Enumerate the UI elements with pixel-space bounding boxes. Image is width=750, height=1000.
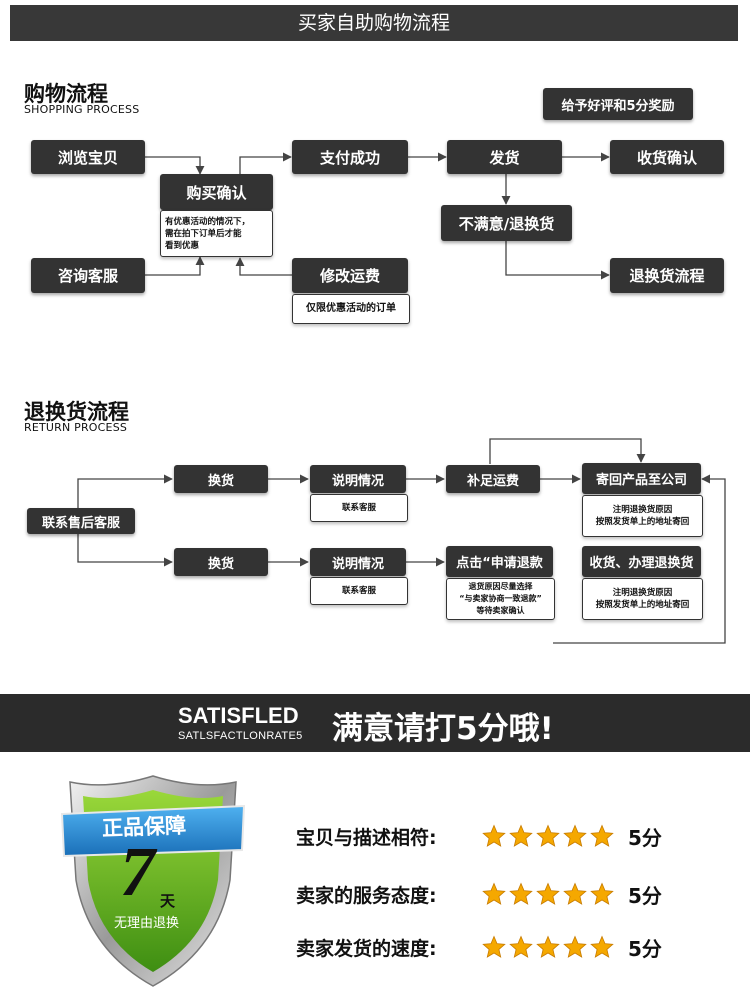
star-icon: [509, 882, 533, 905]
badge-number: 7: [120, 834, 155, 911]
returns-title: 退换货流程: [24, 400, 129, 424]
reward-box: 给予好评和5分奖励: [543, 88, 693, 120]
contact-service-box: 联系售后客服: [27, 508, 135, 534]
explain-bottom-note-text: 联系客服: [341, 586, 376, 596]
shopping-subtitle: SHOPPING PROCESS: [24, 103, 140, 116]
send-back-note-text: 注明退换货原因 按照发货单上的地址寄回: [595, 505, 690, 527]
satisfaction-banner: [0, 694, 750, 752]
rating-score: 5分: [628, 883, 662, 908]
explain-bottom-note: 联系客服: [310, 577, 408, 605]
star-icon: [509, 824, 533, 847]
star-icon: [590, 824, 614, 847]
badge-caption: 无理由退换: [114, 916, 180, 931]
buy-confirm-box: 购买确认: [160, 174, 273, 210]
rating-label: 卖家的服务态度:: [296, 884, 437, 907]
pay-success-box: 支付成功: [292, 140, 408, 174]
rating-score: 5分: [628, 936, 662, 961]
ship-box: 发货: [447, 140, 562, 174]
rating-label: 宝贝与描述相符:: [296, 826, 437, 849]
star-icon: [536, 882, 560, 905]
pay-freight-box: 补足运费: [446, 465, 540, 493]
apply-refund-note-text: 退货原因尽量选择 “与卖家协商一致退款” 等待卖家确认: [459, 582, 542, 615]
explain-top-note-text: 联系客服: [341, 503, 376, 513]
rating-stars: [482, 882, 622, 906]
buy-confirm-note: 有优惠活动的情况下， 需在拍下订单后才能 看到优惠: [160, 210, 273, 257]
badge-day: 天: [160, 892, 176, 910]
flow-connectors: [77, 152, 726, 644]
consult-box: 咨询客服: [31, 258, 145, 293]
explain-top-note: 联系客服: [310, 494, 408, 522]
star-icon: [563, 935, 587, 958]
modify-freight-box: 修改运费: [292, 258, 408, 293]
exchange-bottom-box: 换货: [174, 548, 268, 576]
explain-top-box: 说明情况: [310, 465, 406, 493]
rating-stars: [482, 935, 622, 959]
rating-label: 卖家发货的速度:: [296, 937, 437, 960]
rating-row: 宝贝与描述相符: 5分: [296, 818, 716, 854]
send-back-box: 寄回产品至公司: [582, 463, 701, 494]
browse-box: 浏览宝贝: [31, 140, 145, 174]
banner-chinese-title: 满意请打5分哦!: [332, 711, 554, 747]
returns-subtitle: RETURN PROCESS: [24, 421, 128, 434]
star-icon: [590, 882, 614, 905]
shopping-title: 购物流程: [24, 82, 108, 106]
rating-row: 卖家发货的速度: 5分: [296, 929, 716, 965]
star-icon: [590, 935, 614, 958]
guarantee-shield-icon: [60, 775, 246, 987]
banner-english-subtitle: SATLSFACTLONRATE5: [178, 730, 303, 742]
star-icon: [536, 824, 560, 847]
buy-confirm-note-text: 有优惠活动的情况下， 需在拍下订单后才能 看到优惠: [165, 216, 251, 251]
receive-confirm-box: 收货确认: [610, 140, 724, 174]
receive-handle-note: 注明退换货原因 按照发货单上的地址寄回: [582, 578, 703, 620]
apply-refund-box: 点击“申请退款: [446, 546, 553, 577]
return-flow-box: 退换货流程: [610, 258, 724, 293]
star-icon: [482, 824, 506, 847]
apply-refund-note: 退货原因尽量选择 “与卖家协商一致退款” 等待卖家确认: [446, 578, 555, 620]
receive-handle-box: 收货、办理退换货: [582, 546, 701, 577]
star-icon: [536, 935, 560, 958]
unsatisfied-box: 不满意/退换货: [441, 205, 572, 241]
star-icon: [482, 935, 506, 958]
star-icon: [563, 882, 587, 905]
rating-score: 5分: [628, 825, 662, 850]
modify-freight-note-text: 仅限优惠活动的订单: [306, 303, 396, 314]
rating-row: 卖家的服务态度: 5分: [296, 876, 716, 912]
star-icon: [563, 824, 587, 847]
star-icon: [482, 882, 506, 905]
banner-english-title: SATISFLED: [178, 703, 299, 728]
explain-bottom-box: 说明情况: [310, 548, 406, 576]
rating-stars: [482, 824, 622, 848]
star-icon: [509, 935, 533, 958]
page-header: 买家自助购物流程: [10, 5, 738, 41]
modify-freight-note: 仅限优惠活动的订单: [292, 294, 410, 324]
exchange-top-box: 换货: [174, 465, 268, 493]
send-back-note: 注明退换货原因 按照发货单上的地址寄回: [582, 495, 703, 537]
receive-handle-note-text: 注明退换货原因 按照发货单上的地址寄回: [595, 588, 690, 610]
